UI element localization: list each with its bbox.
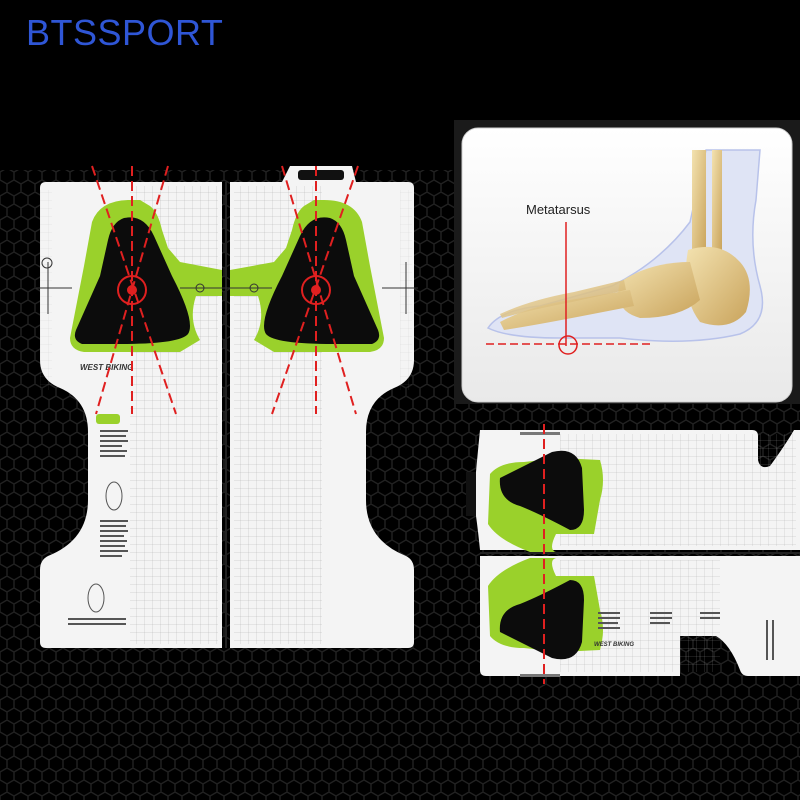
cleat-cutout-right — [264, 217, 380, 344]
foot-anatomy-panel: Metatarsus — [454, 120, 800, 404]
cleat-tool-large: WEST BIKING — [36, 165, 418, 648]
tool-logo: WEST BIKING — [80, 363, 133, 372]
rotated-tool-logo: WEST BIKING — [594, 642, 634, 648]
metatarsus-label: Metatarsus — [526, 202, 591, 217]
brand-logo: BTSSPORT — [26, 12, 224, 53]
cleat-tool-rotated: WEST BIKING — [466, 424, 800, 684]
